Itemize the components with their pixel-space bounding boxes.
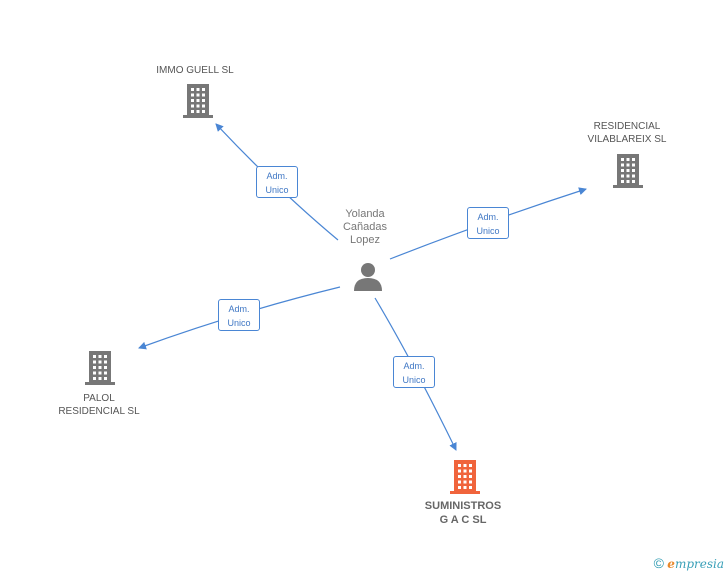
building-icon-vilablareix[interactable] [613,154,643,188]
company-name-line: SUMINISTROS [424,500,502,512]
company-name-line: VILABLAREIX SL [587,134,667,145]
company-name-line: G A C SL [439,514,487,526]
company-label-residencial-vilablareix[interactable]: RESIDENCIAL VILABLAREIX SL [572,120,682,146]
company-name-line: RESIDENCIAL SL [58,406,140,417]
brand-logo: empresia [667,557,724,571]
edge-label-line: Unico [227,318,251,328]
building-icon-immo[interactable] [183,84,213,118]
person-icon[interactable] [354,263,382,291]
person-name-line: Cañadas [342,221,388,233]
empresia-watermark: © empresia [654,555,724,571]
company-label-immo-guell[interactable]: IMMO GUELL SL [140,64,250,77]
edge-label-immo[interactable]: Adm. Unico [256,166,298,198]
edge-label-line: Adm. [266,171,288,181]
edge-label-line: Unico [265,185,289,195]
edge-label-line: Adm. [228,304,250,314]
edge-label-line: Unico [476,226,500,236]
person-label-yolanda-canadas-lopez[interactable]: Yolanda Cañadas Lopez [320,208,410,247]
edge-label-vilablareix[interactable]: Adm. Unico [467,207,509,239]
edge-label-line: Adm. [477,212,499,222]
edge-label-line: Adm. [403,361,425,371]
company-name-line: PALOL [83,393,115,404]
building-icon-palol[interactable] [85,351,115,385]
building-icon-suministros[interactable] [450,460,480,494]
edge-label-suministros[interactable]: Adm. Unico [393,356,435,388]
person-name-line: Yolanda [345,208,385,220]
copyright-icon: © [653,555,664,571]
edge-label-palol[interactable]: Adm. Unico [218,299,260,331]
edge-label-line: Unico [402,375,426,385]
person-name-line: Lopez [350,234,380,246]
company-label-suministros-gac[interactable]: SUMINISTROS G A C SL [408,499,518,527]
company-label-palol-residencial[interactable]: PALOL RESIDENCIAL SL [44,392,154,418]
company-name-line: IMMO GUELL SL [156,65,234,76]
company-name-line: RESIDENCIAL [593,121,661,132]
